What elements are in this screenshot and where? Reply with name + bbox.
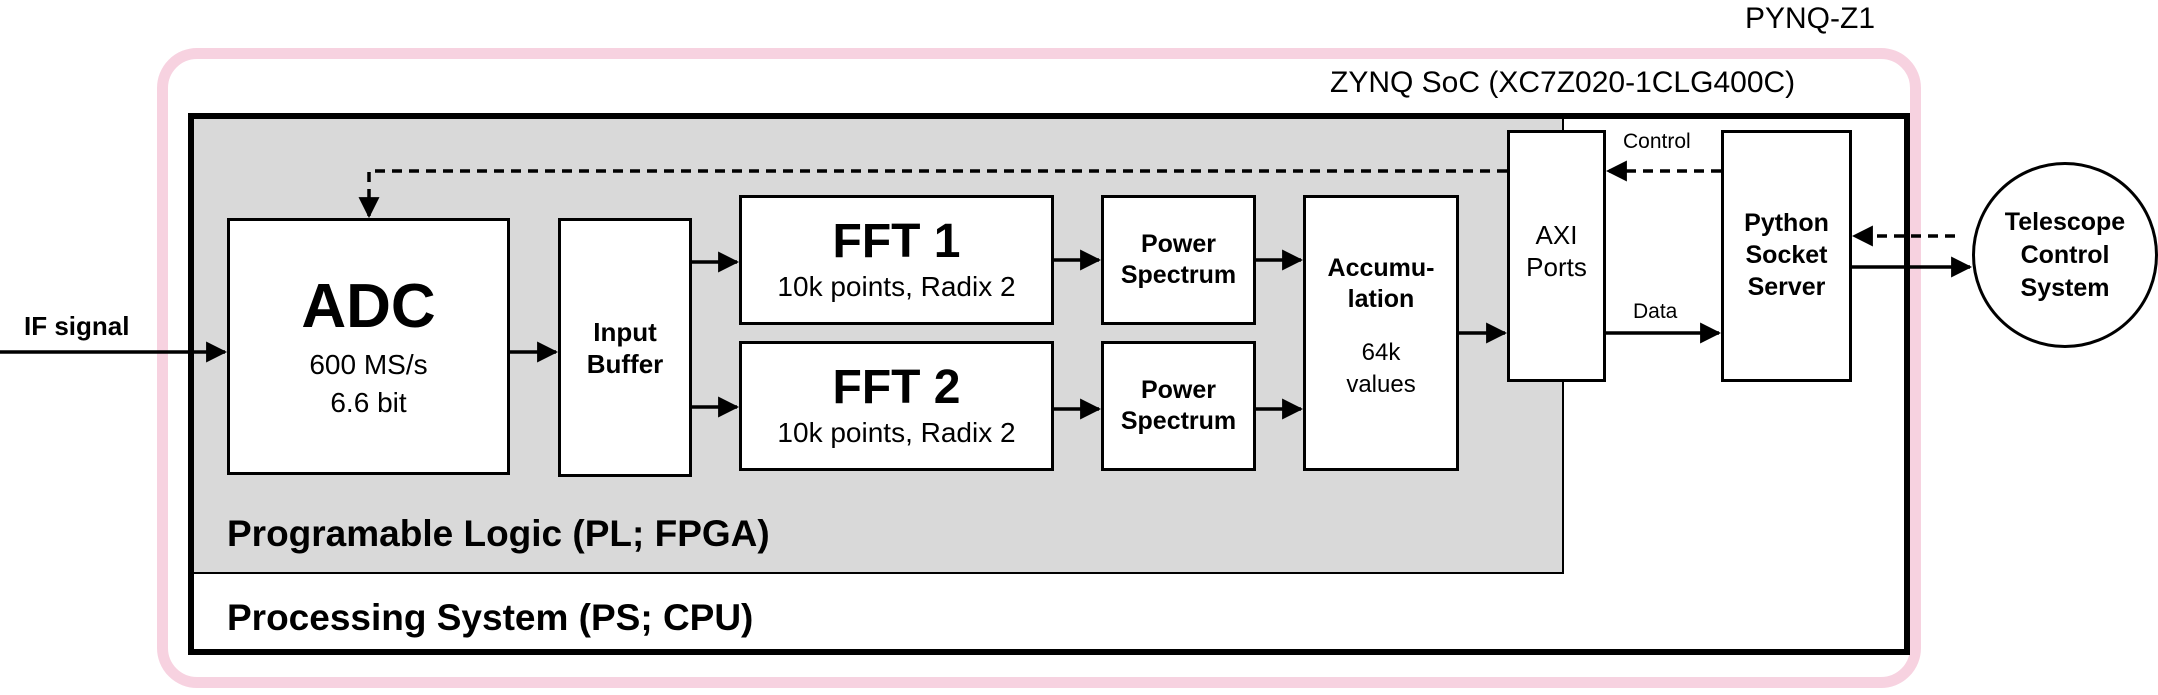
adc-title: ADC xyxy=(301,271,436,341)
python-socket-server-block: Python Socket Server xyxy=(1721,130,1852,382)
accumulation-line4: values xyxy=(1346,371,1416,398)
power2-line1: Power xyxy=(1140,376,1217,404)
adc-block: ADC 600 MS/s 6.6 bit xyxy=(227,218,510,475)
input-buffer-block: Input Buffer xyxy=(558,218,692,477)
control-link-label: Control xyxy=(1623,130,1691,153)
axi-ports-block: AXI Ports xyxy=(1507,130,1606,382)
power2-line2: Spectrum xyxy=(1120,407,1237,435)
server-line1: Python xyxy=(1744,209,1829,237)
input-buffer-line2: Buffer xyxy=(586,348,664,379)
fft1-block: FFT 1 10k points, Radix 2 xyxy=(739,195,1054,325)
axi-to-adc-control-arrow xyxy=(358,169,1507,219)
ps-title: Processing System (PS; CPU) xyxy=(227,597,754,638)
power1-line1: Power xyxy=(1140,230,1217,258)
power-spectrum-1-block: Power Spectrum xyxy=(1101,195,1256,325)
data-link-label: Data xyxy=(1633,300,1678,323)
telescope-line1: Telescope xyxy=(2004,207,2126,236)
power-spectrum-2-block: Power Spectrum xyxy=(1101,341,1256,471)
server-line2: Socket xyxy=(1745,241,1828,269)
accumulation-line2: lation xyxy=(1347,285,1415,313)
accumulation-block: Accumu- lation 64k values xyxy=(1303,195,1459,471)
soc-title: ZYNQ SoC (XC7Z020-1CLG400C) xyxy=(1330,66,1796,99)
accumulation-line3: 64k xyxy=(1361,339,1401,366)
fft1-detail: 10k points, Radix 2 xyxy=(777,271,1016,302)
fft2-block: FFT 2 10k points, Radix 2 xyxy=(739,341,1054,471)
telescope-control-system-node: Telescope Control System xyxy=(1972,162,2158,348)
power1-line2: Spectrum xyxy=(1120,261,1237,289)
fft2-detail: 10k points, Radix 2 xyxy=(777,417,1016,448)
pynq-board-outline xyxy=(157,48,1921,688)
server-line3: Server xyxy=(1747,273,1826,301)
adc-rate: 600 MS/s xyxy=(309,348,428,380)
telescope-line3: System xyxy=(2020,273,2110,302)
if-signal-label: IF signal xyxy=(24,311,130,341)
fft2-title: FFT 2 xyxy=(832,361,961,414)
adc-bits: 6.6 bit xyxy=(330,386,407,418)
telescope-line2: Control xyxy=(2020,240,2110,269)
fft1-title: FFT 1 xyxy=(832,215,961,268)
accumulation-line1: Accumu- xyxy=(1327,254,1435,282)
board-title: PYNQ-Z1 xyxy=(1745,2,1876,35)
axi-line1: AXI xyxy=(1535,220,1578,250)
input-buffer-line1: Input xyxy=(593,316,657,347)
axi-line2: Ports xyxy=(1526,252,1587,282)
pl-title: Programable Logic (PL; FPGA) xyxy=(227,513,770,554)
